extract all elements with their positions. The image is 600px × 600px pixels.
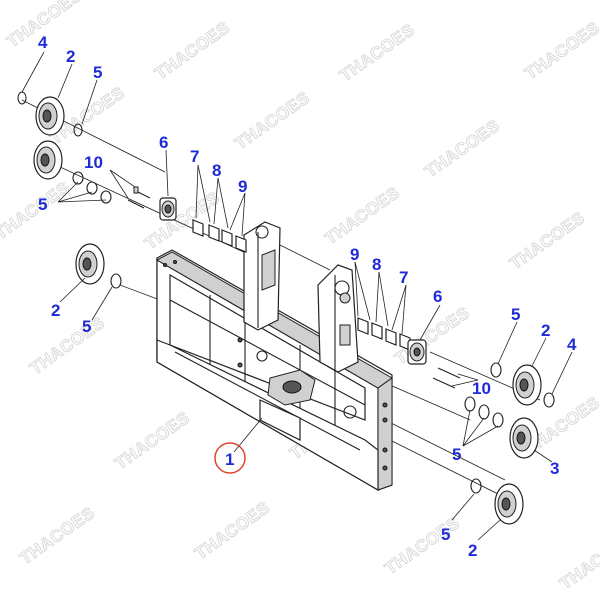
main-frame [155, 221, 393, 492]
watermark-text: THACOES [321, 183, 403, 248]
callout-5: 5 [93, 63, 102, 82]
highlight-circle [214, 442, 246, 474]
watermark-text: THACOES [521, 18, 600, 83]
callout-2: 2 [66, 47, 75, 66]
callout-7: 7 [399, 268, 408, 287]
watermark-text: THACOES [421, 116, 503, 181]
watermark-text: THACOES [191, 498, 273, 563]
callout-5: 5 [82, 317, 91, 336]
roller-mid-left [33, 140, 63, 180]
callout-8: 8 [372, 255, 381, 274]
callout-2: 2 [468, 541, 477, 560]
callout-6: 6 [159, 133, 168, 152]
roller-3 [509, 417, 539, 459]
right-hardware [357, 317, 555, 525]
callout-layer: 4 2 5 6 7 8 9 10 5 2 5 9 8 7 6 5 2 4 10 … [38, 33, 577, 560]
callout-1: 1 [225, 450, 234, 469]
callout-9: 9 [350, 245, 359, 264]
watermark-text: THACOES [111, 408, 193, 473]
callout-5: 5 [441, 525, 450, 544]
roller-top [35, 96, 65, 136]
callout-3: 3 [550, 459, 559, 478]
watermark-text: THACOES [231, 88, 313, 153]
left-hardware [17, 91, 247, 289]
watermark-text: THACOES [0, 178, 73, 243]
callout-8: 8 [212, 161, 221, 180]
callout-7: 7 [190, 147, 199, 166]
watermark-text: THACOES [141, 188, 223, 253]
callout-10: 10 [84, 153, 103, 172]
callout-4: 4 [38, 33, 48, 52]
roller-right [512, 364, 542, 406]
watermark-text: THACOES [556, 528, 600, 593]
callout-5: 5 [452, 445, 461, 464]
callout-2: 2 [541, 321, 550, 340]
callout-5: 5 [38, 195, 47, 214]
watermark-text: THACOES [506, 208, 588, 273]
roller-left [75, 243, 105, 285]
roller-bottom [494, 483, 524, 525]
bearing-bracket-right [407, 339, 427, 365]
bearing-bracket-left [159, 197, 177, 221]
watermark-text: THACOES [16, 503, 98, 568]
callout-6: 6 [433, 287, 442, 306]
callout-5: 5 [511, 305, 520, 324]
watermark-text: THACOES [26, 313, 108, 378]
callout-10: 10 [472, 379, 491, 398]
callout-2: 2 [51, 301, 60, 320]
watermark-text: THACOES [381, 513, 463, 578]
watermark-text: THACOES [336, 20, 418, 85]
callout-4: 4 [567, 335, 577, 354]
watermark-text: THACOES [151, 18, 233, 83]
callout-9: 9 [238, 177, 247, 196]
leader-lines [21, 51, 573, 541]
